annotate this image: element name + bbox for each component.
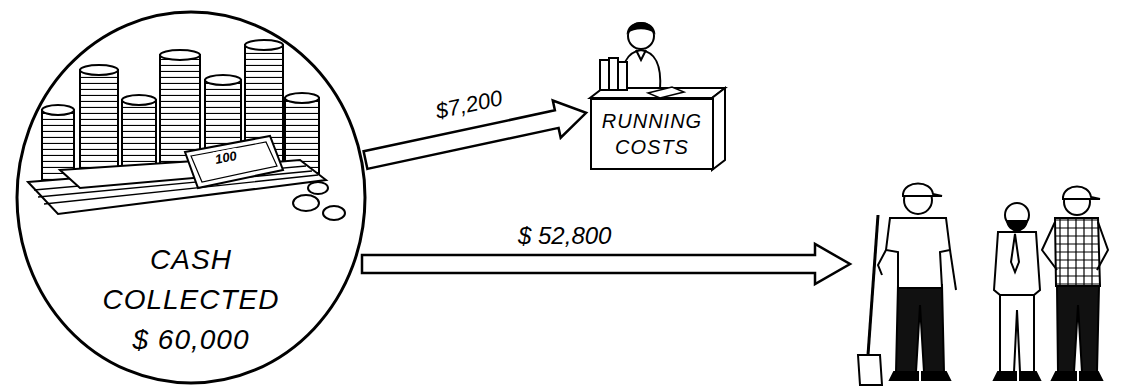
running-costs-desk: RUNNING COSTS: [590, 98, 714, 170]
clerk-at-desk: [590, 23, 725, 170]
block-arrow: [362, 244, 850, 284]
cash-circle: CASH COLLECTED $ 60,000: [15, 10, 367, 385]
node-text: RUNNING COSTS: [600, 108, 704, 160]
circle-outline: [17, 12, 365, 383]
amount-label: $ 52,800: [515, 222, 614, 250]
node-text: CASH COLLECTED $ 60,000: [91, 240, 291, 360]
amount-label: $7,200: [431, 85, 508, 126]
worker-with-shovel: [858, 184, 956, 386]
worker-with-tie: [994, 203, 1040, 380]
banknote-pile: [28, 136, 345, 220]
worker-in-check-shirt: [1042, 187, 1108, 381]
